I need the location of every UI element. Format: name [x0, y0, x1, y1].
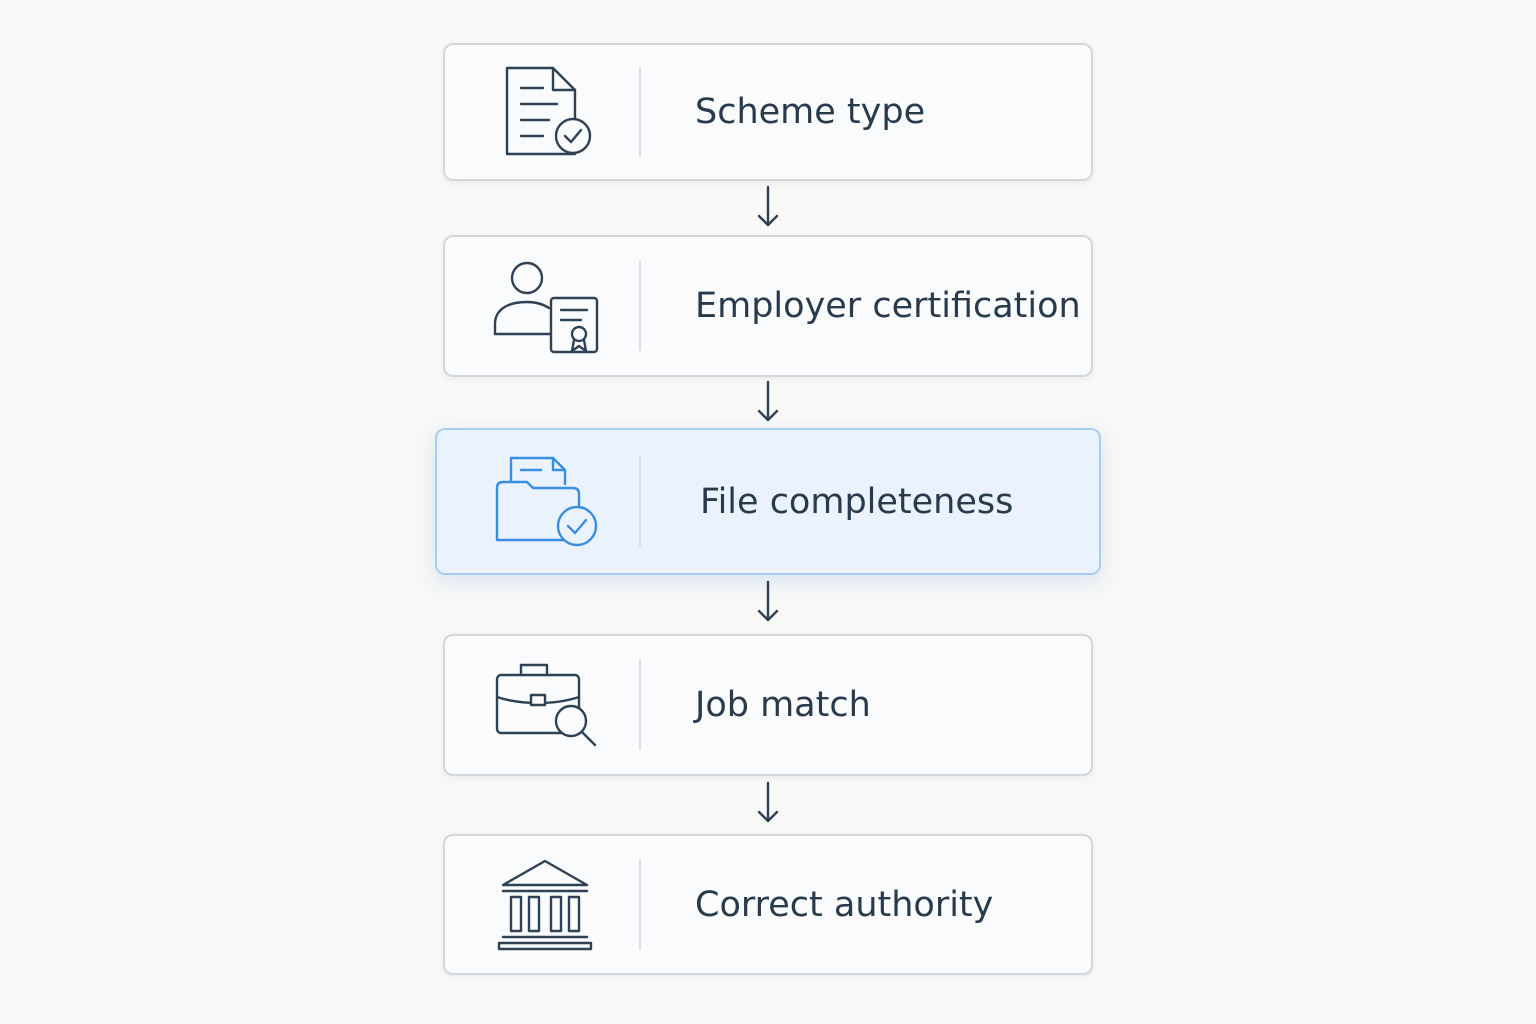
- step-divider: [639, 456, 641, 547]
- step-divider: [639, 261, 641, 351]
- arrow-down-icon: [755, 380, 781, 424]
- step-scheme-type: Scheme type: [443, 43, 1093, 181]
- step-label: Employer certification: [695, 286, 1081, 326]
- step-job-match: Job match: [443, 634, 1093, 776]
- folder-check-icon: [491, 454, 603, 550]
- step-file-completeness: File completeness: [435, 428, 1101, 575]
- step-divider: [639, 859, 641, 950]
- briefcase-search-icon: [491, 657, 603, 753]
- arrow-down-icon: [755, 580, 781, 624]
- step-employer-certification: Employer certification: [443, 235, 1093, 377]
- step-correct-authority: Correct authority: [443, 834, 1093, 975]
- person-certificate-icon: [491, 258, 603, 354]
- government-building-icon: [491, 857, 603, 953]
- step-label: Scheme type: [695, 92, 926, 132]
- step-divider: [639, 660, 641, 750]
- step-label: Correct authority: [695, 884, 994, 925]
- step-divider: [639, 67, 641, 157]
- step-label: Job match: [695, 685, 871, 725]
- arrow-down-icon: [755, 185, 781, 229]
- document-check-icon: [491, 64, 603, 160]
- step-label: File completeness: [700, 481, 1014, 522]
- arrow-down-icon: [755, 781, 781, 825]
